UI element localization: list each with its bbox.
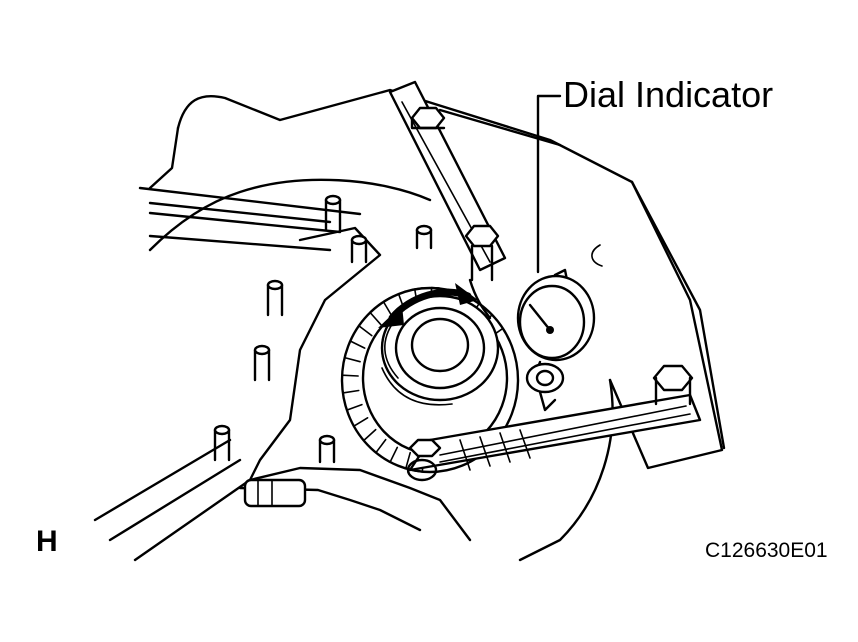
corner-letter-label: H — [36, 525, 58, 558]
gear-tooth — [382, 446, 399, 464]
gear-tooth — [358, 428, 377, 442]
gear-tooth — [397, 451, 411, 470]
left-support-bars — [93, 186, 362, 562]
drain-plug — [243, 478, 307, 508]
gear-tooth — [349, 333, 366, 349]
differential-case — [380, 294, 500, 406]
carrier-housing — [148, 88, 726, 562]
gear-tooth — [341, 366, 359, 377]
figure-id-label: C126630E01 — [705, 539, 828, 562]
gear-tooth — [369, 306, 382, 326]
dial-indicator-callout-label: Dial Indicator — [563, 74, 774, 115]
gear-tooth — [341, 384, 360, 394]
callout-leader — [536, 94, 562, 274]
dial-indicator — [516, 268, 596, 412]
lower-bar — [406, 364, 702, 482]
gear-tooth — [369, 438, 387, 454]
gear-tooth — [349, 417, 369, 427]
upper-bar — [388, 80, 562, 320]
studs — [213, 194, 433, 464]
gear-tooth — [343, 349, 361, 363]
rotation-arrow — [378, 283, 478, 328]
gear-tooth — [358, 318, 373, 337]
gear-tooth — [343, 401, 363, 411]
gear-tooth — [382, 296, 393, 317]
